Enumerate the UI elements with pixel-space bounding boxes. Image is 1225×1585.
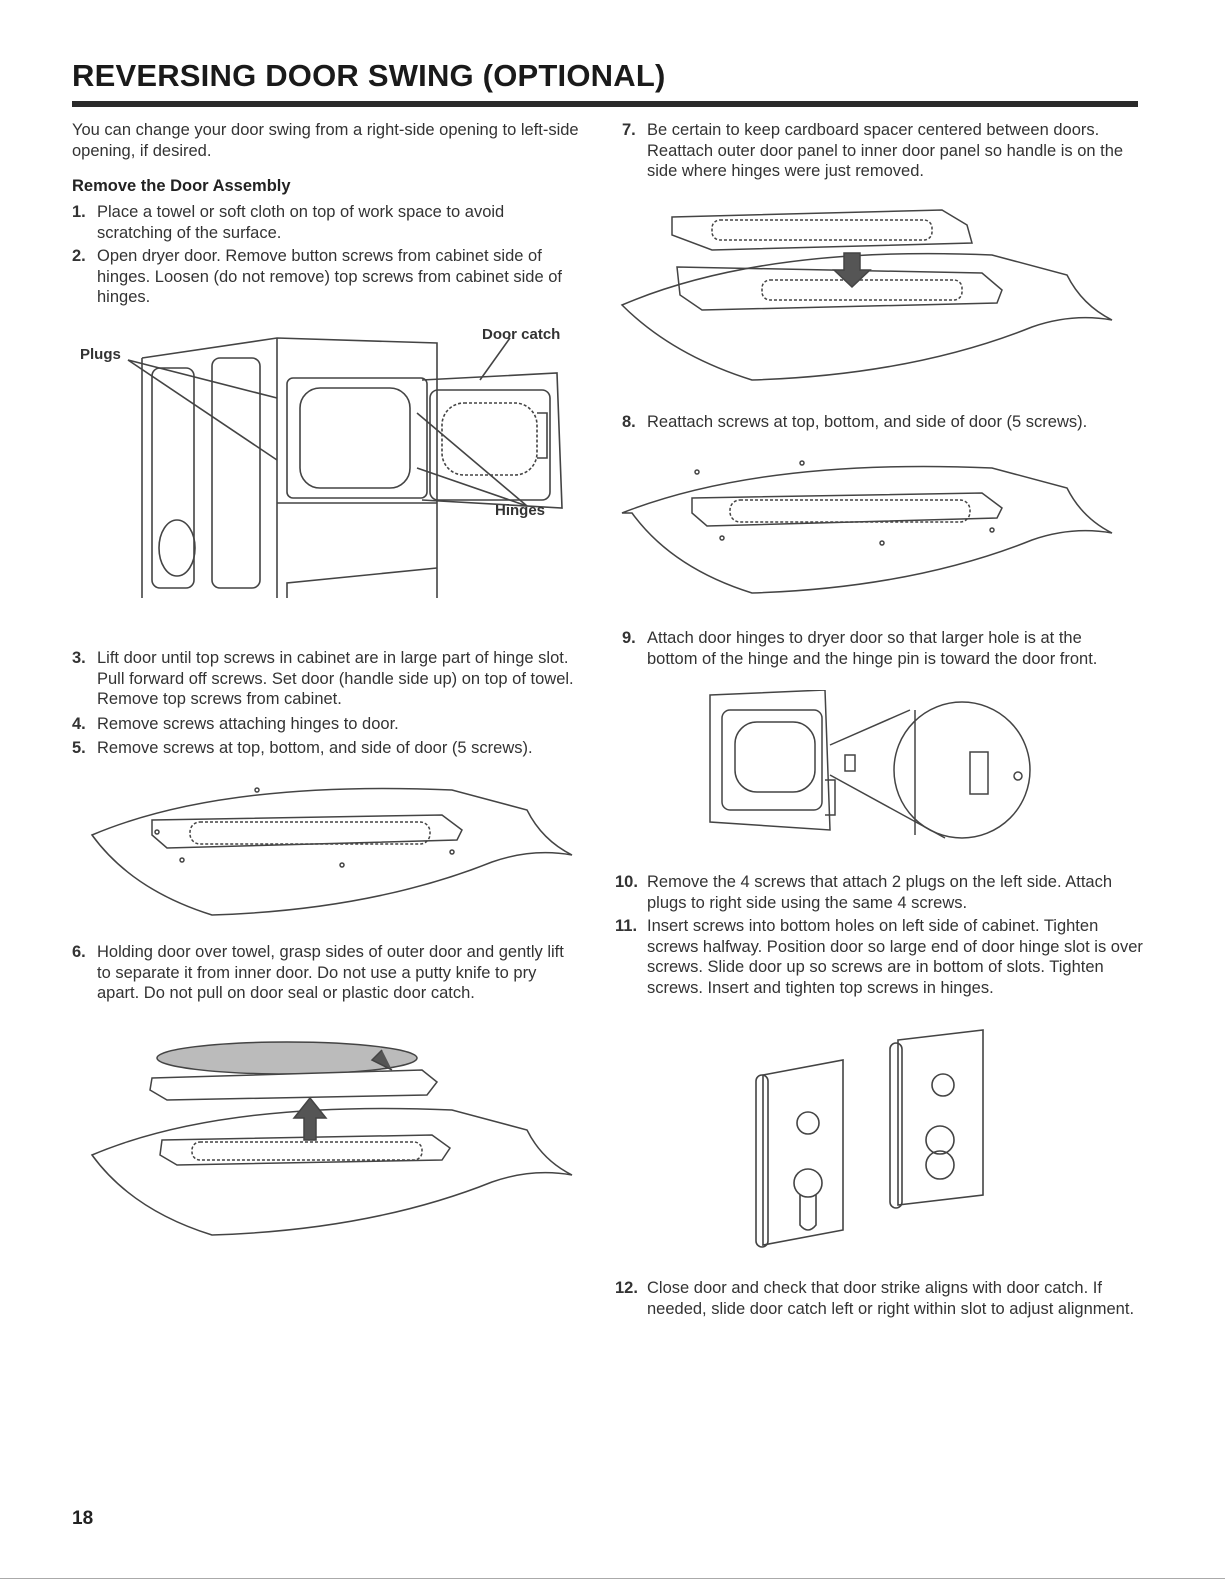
step-number: 2. (72, 247, 86, 265)
step-1: 1. Place a towel or soft cloth on top of… (72, 202, 552, 243)
step-6: 6. Holding door over towel, grasp sides … (72, 942, 572, 1004)
step-5: 5. Remove screws at top, bottom, and sid… (72, 738, 592, 759)
step-number: 11. (615, 917, 638, 935)
step-number: 5. (72, 739, 86, 757)
door-on-towel-screws-figure (72, 770, 592, 930)
step-text: Lift door until top screws in cabinet ar… (97, 649, 574, 708)
reattach-outer-panel-figure (612, 195, 1132, 390)
step-text: Attach door hinges to dryer door so that… (647, 629, 1098, 668)
step-number: 10. (615, 873, 638, 891)
step-text: Remove screws attaching hinges to door. (97, 715, 399, 733)
title-rule (72, 101, 1138, 107)
step-number: 7. (622, 121, 636, 139)
hinges-label: Hinges (495, 502, 546, 519)
intro-text: You can change your door swing from a ri… (72, 121, 579, 160)
page-number: 18 (72, 1508, 94, 1529)
step-4: 4. Remove screws attaching hinges to doo… (72, 714, 582, 735)
page-title: REVERSING DOOR SWING (OPTIONAL) (72, 58, 666, 93)
step-12: 12. Close door and check that door strik… (615, 1278, 1135, 1319)
step-number: 8. (622, 413, 636, 431)
step-number: 9. (622, 629, 636, 647)
step-text: Open dryer door. Remove button screws fr… (97, 247, 562, 306)
step-text: Holding door over towel, grasp sides of … (97, 943, 564, 1002)
step-number: 6. (72, 943, 86, 961)
step-text: Close door and check that door strike al… (647, 1279, 1135, 1318)
subheading: Remove the Door Assembly (72, 177, 291, 195)
step-9: 9. Attach door hinges to dryer door so t… (622, 628, 1122, 669)
step-11: 11. Insert screws into bottom holes on l… (615, 916, 1145, 998)
plugs-label: Plugs (80, 346, 121, 363)
step-3: 3. Lift door until top screws in cabinet… (72, 648, 582, 710)
hinge-attach-figure (700, 690, 1040, 850)
subheading-block: Remove the Door Assembly (72, 176, 592, 197)
hinges-pair-figure (748, 1025, 998, 1255)
door-catch-label: Door catch (482, 326, 561, 343)
step-2: 2. Open dryer door. Remove button screws… (72, 246, 572, 308)
dryer-open-door-figure: Plugs Door catch Hinges (72, 318, 592, 608)
step-text: Place a towel or soft cloth on top of wo… (97, 203, 505, 242)
step-text: Insert screws into bottom holes on left … (647, 917, 1143, 997)
step-number: 4. (72, 715, 86, 733)
separate-door-panels-figure (72, 1030, 592, 1245)
bottom-rule (0, 1578, 1225, 1579)
step-number: 12. (615, 1279, 638, 1297)
intro-block: You can change your door swing from a ri… (72, 120, 592, 161)
step-text: Reattach screws at top, bottom, and side… (647, 413, 1088, 431)
step-number: 3. (72, 649, 86, 667)
step-10: 10. Remove the 4 screws that attach 2 pl… (615, 872, 1145, 913)
step-text: Remove the 4 screws that attach 2 plugs … (647, 873, 1113, 912)
reattach-screws-figure (612, 448, 1132, 603)
step-text: Be certain to keep cardboard spacer cent… (647, 121, 1124, 180)
step-8: 8. Reattach screws at top, bottom, and s… (622, 412, 1142, 433)
step-text: Remove screws at top, bottom, and side o… (97, 739, 533, 757)
step-7: 7. Be certain to keep cardboard spacer c… (622, 120, 1142, 182)
step-number: 1. (72, 203, 86, 221)
